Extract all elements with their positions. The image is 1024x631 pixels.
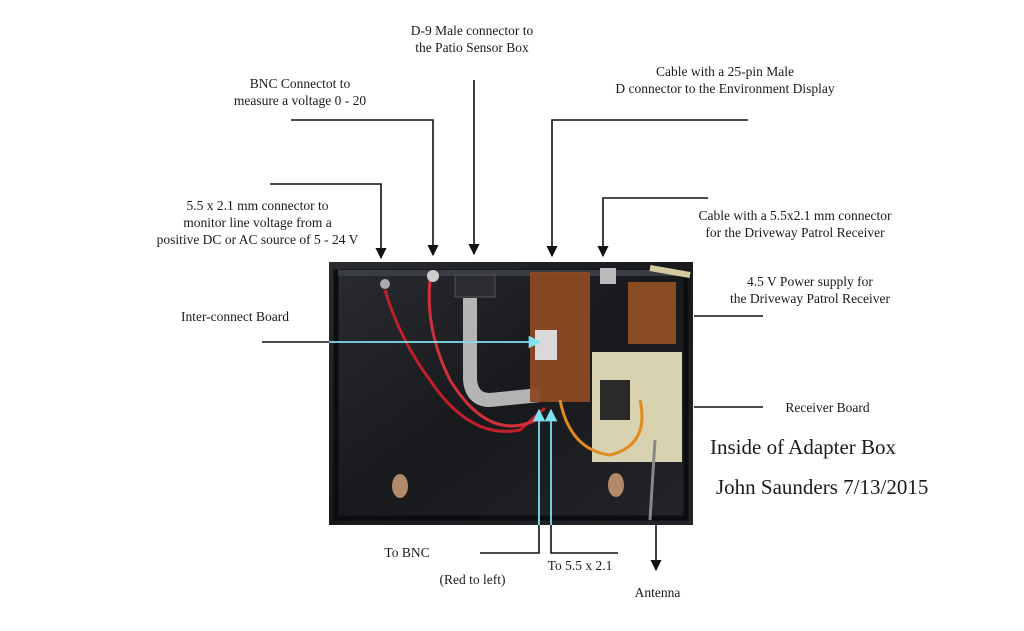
author-date: John Saunders 7/13/2015 xyxy=(716,475,929,499)
line-voltage-leader xyxy=(270,183,387,260)
cable25-leader xyxy=(546,119,748,258)
label-red-to-left: (Red to left) xyxy=(439,572,506,587)
diagram-title: Inside of Adapter Box xyxy=(710,435,897,459)
label-interconnect-board: Inter-connect Board xyxy=(180,309,290,324)
leader-lines xyxy=(262,80,763,572)
to-55-leader xyxy=(550,525,618,554)
label-to-bnc: To BNC xyxy=(384,545,430,560)
cable-driveway-leader xyxy=(597,197,708,258)
to-bnc-leader xyxy=(480,525,540,554)
label-receiver-board: Receiver Board xyxy=(785,400,870,415)
label-to-55: To 5.5 x 2.1 xyxy=(547,558,613,573)
orange-wires xyxy=(558,399,644,457)
label-antenna: Antenna xyxy=(634,585,681,600)
power-supply-board-shape xyxy=(628,282,676,344)
box-photo xyxy=(329,262,693,525)
bnc-leader xyxy=(291,119,439,257)
ribbon-cable xyxy=(463,298,541,408)
red-wires xyxy=(383,289,546,433)
cyan-pointers xyxy=(329,335,558,525)
